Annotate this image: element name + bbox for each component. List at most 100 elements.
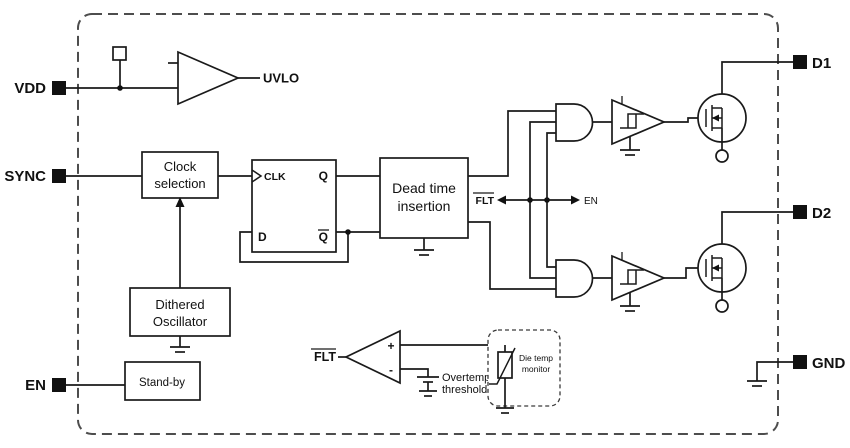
standby-label: Stand-by	[139, 377, 185, 389]
standby-box	[124, 361, 201, 401]
hysteresis-icon	[620, 113, 644, 129]
flip-flop-box	[251, 159, 337, 253]
overtemp-label-1: Overtemp	[442, 372, 490, 384]
pin-sync: SYNC	[4, 168, 142, 185]
dithered-oscillator-block: Dithered Oscillator	[129, 197, 231, 353]
thermistor-icon	[497, 351, 513, 379]
dithered-oscillator-label-2: Oscillator	[153, 314, 208, 329]
ground-symbol	[170, 336, 190, 353]
pin-d1: D1	[793, 55, 831, 72]
pin-en: EN	[25, 377, 125, 394]
gating-logic: FLT EN	[473, 103, 612, 298]
clock-selection-label-2: selection	[154, 176, 205, 191]
dead-time-label-1: Dead time	[392, 180, 456, 196]
mosfet-bottom	[697, 211, 793, 313]
ground-symbol	[496, 407, 514, 414]
pin-label-gnd: GND	[812, 355, 846, 372]
hysteresis-icon	[620, 269, 644, 285]
flip-flop-d-label: D	[258, 230, 267, 244]
uvlo-comparator-icon	[177, 50, 241, 106]
pin-pad-sync	[52, 169, 66, 183]
pin-pad-vdd	[52, 81, 66, 95]
overtemp-threshold-block: Overtemp threshold	[417, 372, 490, 397]
clock-selection-label-1: Clock	[164, 159, 197, 174]
flip-flop-block: CLK Q D Q	[239, 159, 380, 263]
junction-dot	[527, 197, 533, 203]
d2-drain-wire	[721, 211, 793, 258]
pin-pad-d1	[793, 55, 807, 69]
left-arrow-icon	[497, 195, 506, 205]
junction-dot	[345, 229, 351, 235]
die-temp-monitor-box	[487, 329, 561, 407]
fault-comparator-icon	[344, 329, 401, 385]
dead-time-box	[379, 157, 469, 239]
en-gate-label: EN	[584, 196, 598, 207]
dead-time-out-bottom-wire	[468, 221, 556, 290]
right-arrow-icon	[571, 195, 580, 205]
ground-symbol	[620, 292, 640, 312]
dead-time-label-2: insertion	[398, 198, 451, 214]
ground-symbol	[419, 390, 437, 397]
clock-selection-box	[141, 151, 219, 199]
pin-pad-gnd	[793, 355, 807, 369]
comparator-plus-label: +	[387, 339, 394, 353]
dead-time-out-top-wire	[468, 110, 556, 177]
clock-selection-block: Clock selection	[141, 151, 252, 199]
driver-top-triangle-icon	[611, 98, 667, 146]
pin-label-d2: D2	[812, 205, 831, 222]
gate-wire-bottom	[664, 267, 706, 279]
die-temp-label-2: monitor	[522, 364, 551, 374]
comparator-minus-label: -	[389, 363, 393, 377]
pin-pad-d2	[793, 205, 807, 219]
driver-bottom	[611, 252, 706, 312]
qbar-feedback-wire	[239, 231, 349, 263]
uvlo-block: UVLO	[112, 46, 299, 106]
ground-symbol	[747, 380, 767, 387]
source-terminal-circle-icon	[715, 299, 729, 313]
flt-output-label: FLT	[314, 350, 336, 364]
pin-vdd: VDD	[14, 80, 178, 97]
mosfet-top	[697, 61, 793, 163]
chip-boundary	[77, 13, 779, 435]
pin-gnd: GND	[747, 355, 846, 387]
gate-wire-top	[664, 117, 706, 123]
dead-time-block: Dead time insertion	[379, 110, 556, 290]
and-gate-top-icon	[555, 103, 594, 142]
dithered-oscillator-box	[129, 287, 231, 337]
mosfet-body-arrow-icon	[712, 264, 719, 272]
flt-gate-label: FLT	[476, 195, 495, 207]
pin-pad-en	[52, 378, 66, 392]
mosfet-terminals	[712, 107, 723, 129]
pin-label-sync: SYNC	[4, 168, 46, 185]
d1-drain-wire	[721, 61, 793, 108]
gnd-wire	[756, 361, 793, 381]
source-terminal-circle-icon	[715, 149, 729, 163]
and-gate-bottom-icon	[555, 259, 594, 298]
pin-label-en: EN	[25, 377, 46, 394]
mosfet-body-arrow-icon	[712, 114, 719, 122]
uvlo-label: UVLO	[263, 71, 299, 86]
pin-label-d1: D1	[812, 55, 831, 72]
dithered-oscillator-label-1: Dithered	[155, 297, 204, 312]
flip-flop-q-label: Q	[319, 169, 328, 183]
driver-top	[611, 96, 706, 156]
minus-input-wire	[400, 368, 429, 377]
thermistor-diagonal	[489, 347, 516, 385]
die-temp-label-1: Die temp	[519, 353, 553, 363]
ground-symbol	[620, 136, 640, 156]
mosfet-terminals	[712, 257, 723, 279]
clock-input-marker-icon	[251, 169, 263, 183]
die-temp-monitor-block: Die temp monitor	[487, 329, 561, 414]
pin-d2: D2	[793, 205, 831, 222]
junction-dot	[544, 197, 550, 203]
flip-flop-clk-label: CLK	[264, 171, 286, 183]
flip-flop-qbar-label: Q	[319, 230, 328, 244]
driver-bottom-triangle-icon	[611, 254, 667, 302]
ground-symbol	[414, 238, 434, 256]
pin-label-vdd: VDD	[14, 80, 46, 97]
up-arrow-icon	[175, 197, 185, 207]
junction-dot	[117, 85, 123, 91]
overtemp-label-2: threshold	[442, 384, 487, 396]
